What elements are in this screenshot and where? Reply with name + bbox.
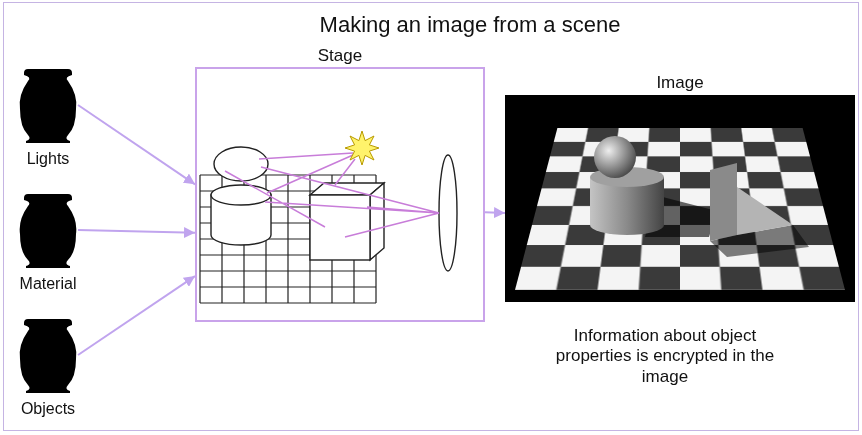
caption-note: Information about object properties is e… [555,326,775,387]
objects-jar: Objects [18,315,78,395]
node-heading: Material [0,274,118,293]
node-heading: Lights [0,149,118,168]
node-heading: Image [466,73,862,93]
jar-body [20,69,77,143]
jar-body [20,319,77,393]
node-heading: Objects [0,399,118,418]
stage-box: Stage [195,67,485,322]
jar-symbol [18,190,78,270]
light-rays [225,153,439,237]
diagram-title: Making an image from a scene [160,12,780,38]
image-box: Image [505,95,855,302]
flow-arrow [78,276,195,355]
wedge [737,187,793,235]
rendered-objects [505,95,855,302]
sphere [594,136,636,178]
jar-symbol [18,65,78,145]
light-star [345,131,379,165]
flow-arrow [78,105,195,184]
lights-jar: Lights [18,65,78,145]
jar-symbol [18,315,78,395]
flow-arrow [78,230,195,233]
flow-arrow [485,211,505,214]
material-jar: Material [18,190,78,270]
stage-illustration [195,67,485,322]
jar-body [20,194,77,268]
panel [710,163,737,241]
rendered-picture [505,95,855,302]
scene-objects [211,147,457,271]
node-heading: Stage [157,46,523,66]
